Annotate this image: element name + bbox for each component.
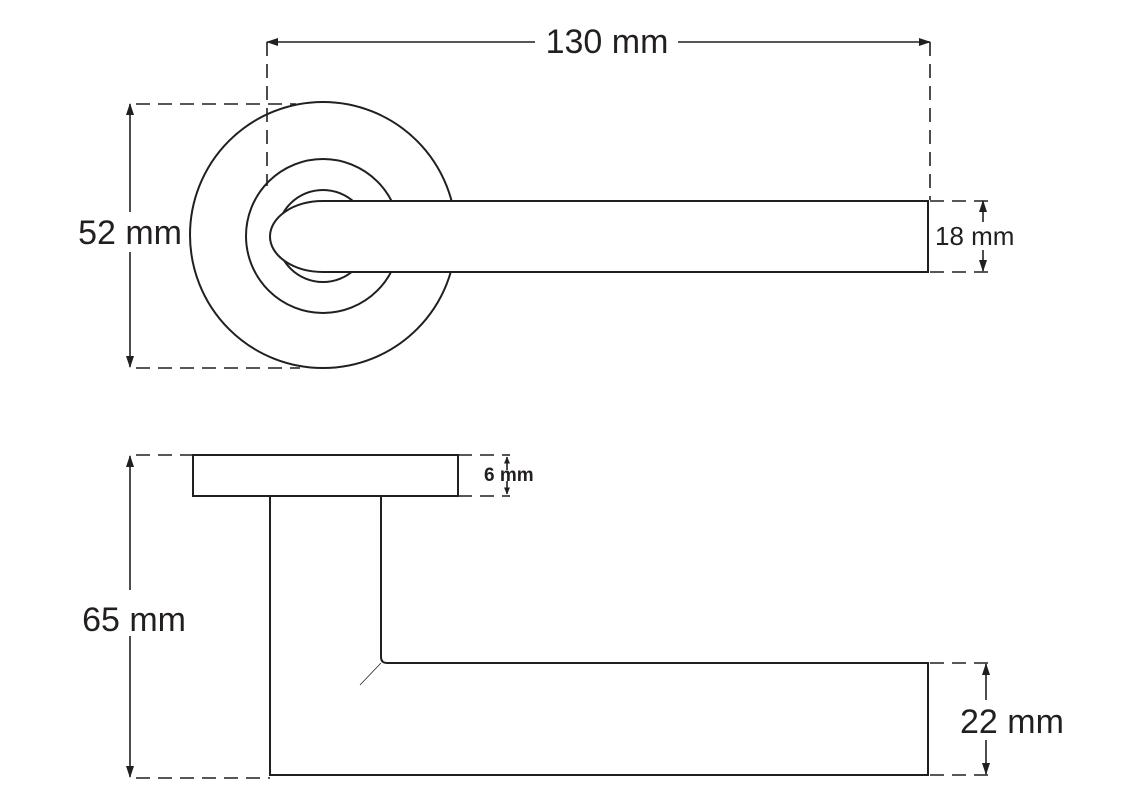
dimension-22: 22 mm bbox=[930, 662, 1064, 776]
dim-label-6: 6 mm bbox=[484, 465, 534, 486]
dim-label-22: 22 mm bbox=[960, 703, 1064, 741]
dimension-18: 18 mm bbox=[930, 200, 1014, 273]
dim-label-18: 18 mm bbox=[935, 221, 1014, 251]
front-view bbox=[189, 101, 929, 369]
rose-side bbox=[192, 454, 459, 497]
bend-line bbox=[359, 662, 382, 686]
lever-side bbox=[269, 495, 929, 776]
side-view bbox=[192, 454, 929, 776]
dim-label-52: 52 mm bbox=[78, 214, 182, 252]
dimension-52: 52 mm bbox=[78, 103, 300, 369]
dimension-6: 6 mm bbox=[458, 454, 534, 497]
dimension-65: 65 mm bbox=[82, 454, 270, 779]
dim-label-130: 130 mm bbox=[546, 23, 669, 61]
lever-top bbox=[269, 200, 929, 273]
dim-label-65: 65 mm bbox=[82, 601, 186, 639]
dimension-130: 130 mm bbox=[266, 23, 931, 200]
